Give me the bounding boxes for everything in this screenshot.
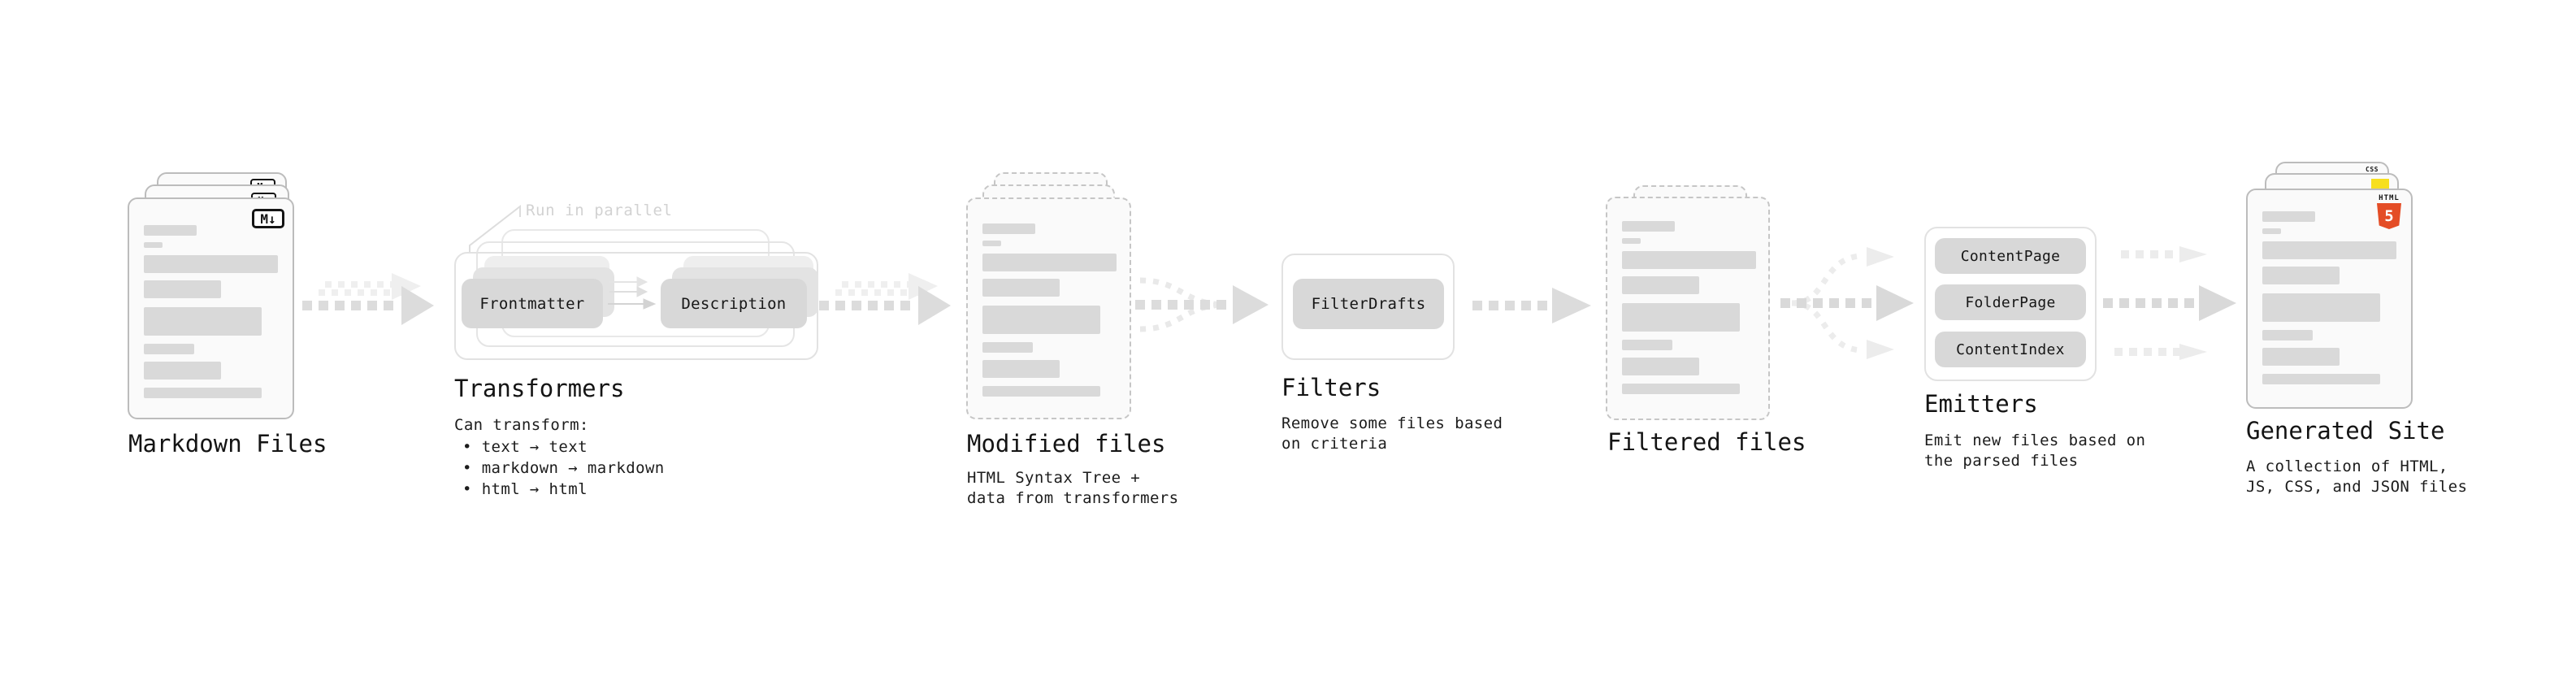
folderpage-node: FolderPage (1935, 284, 2086, 320)
html5-icon-label: HTML (2379, 194, 2400, 202)
html5-icon-number: 5 (2384, 207, 2394, 225)
note-line: JS, CSS, and JSON files (2246, 478, 2468, 496)
flow-arrow-transformers-to-modified (819, 273, 951, 325)
transform-bullet: text → text (462, 436, 665, 458)
stage-label-filtered-files: Filtered files (1607, 428, 1806, 456)
stage-label-filters: Filters (1281, 374, 1381, 401)
html5-icon: HTML 5 (2376, 194, 2402, 229)
parallel-arrows-icon (608, 276, 657, 310)
generated-file-card-front: HTML 5 (2246, 189, 2413, 409)
file-content-placeholder (968, 199, 1130, 397)
filters-note: Remove some files based on criteria (1281, 414, 1503, 454)
modified-file-card-front (966, 197, 1131, 419)
contentpage-node: ContentPage (1935, 238, 2086, 274)
generated-site-note: A collection of HTML, JS, CSS, and JSON … (2246, 457, 2467, 497)
emitters-note: Emit new files based on the parsed files (1924, 431, 2145, 471)
stage-label-markdown-files: Markdown Files (128, 430, 327, 458)
note-line: HTML Syntax Tree + (967, 469, 1141, 487)
transform-bullet: markdown → markdown (462, 458, 665, 479)
file-content-placeholder (1607, 198, 1768, 394)
html5-icon-shield: 5 (2377, 203, 2401, 229)
run-in-parallel-annotation: Run in parallel (526, 202, 673, 219)
file-content-placeholder (2248, 190, 2411, 384)
merge-arrow-modified-to-filters (1135, 277, 1268, 332)
frontmatter-node: Frontmatter (462, 279, 603, 328)
flow-arrow-markdown-to-transformers (302, 273, 434, 325)
contentindex-node: ContentIndex (1935, 332, 2086, 367)
stage-label-generated-site: Generated Site (2246, 417, 2445, 445)
flow-arrow-filters-to-filtered (1472, 288, 1591, 323)
transformers-note-heading: Can transform: (454, 416, 589, 434)
note-line: Remove some files based (1281, 414, 1503, 432)
filterdrafts-node: FilterDrafts (1293, 279, 1444, 329)
note-line: A collection of HTML, (2246, 458, 2448, 475)
js-icon (2371, 179, 2389, 189)
markdown-file-card-front: M↓ (128, 197, 294, 419)
transform-bullet: html → html (462, 479, 665, 500)
stage-label-emitters: Emitters (1924, 390, 2038, 418)
stage-label-modified-files: Modified files (967, 430, 1166, 458)
annotation-leader-line (469, 204, 521, 253)
transformers-bullet-list: text → text markdown → markdown html → h… (462, 436, 665, 500)
flow-arrows-emitters-to-generated (2103, 246, 2236, 360)
modified-files-note: HTML Syntax Tree + data from transformer… (967, 468, 1178, 509)
markdown-icon: M↓ (252, 209, 284, 228)
note-line: on criteria (1281, 435, 1388, 453)
emitters-container (1924, 227, 2097, 381)
description-node: Description (661, 279, 807, 328)
stage-label-transformers: Transformers (454, 375, 625, 402)
note-line: Emit new files based on (1924, 432, 2146, 449)
note-line: the parsed files (1924, 452, 2079, 470)
note-line: data from transformers (967, 489, 1179, 507)
filtered-file-card-front (1606, 197, 1770, 420)
filters-container (1281, 254, 1455, 360)
css-icon-label: CSS (2366, 166, 2379, 173)
split-arrow-filtered-to-emitters (1780, 247, 1914, 359)
file-content-placeholder (129, 199, 293, 398)
